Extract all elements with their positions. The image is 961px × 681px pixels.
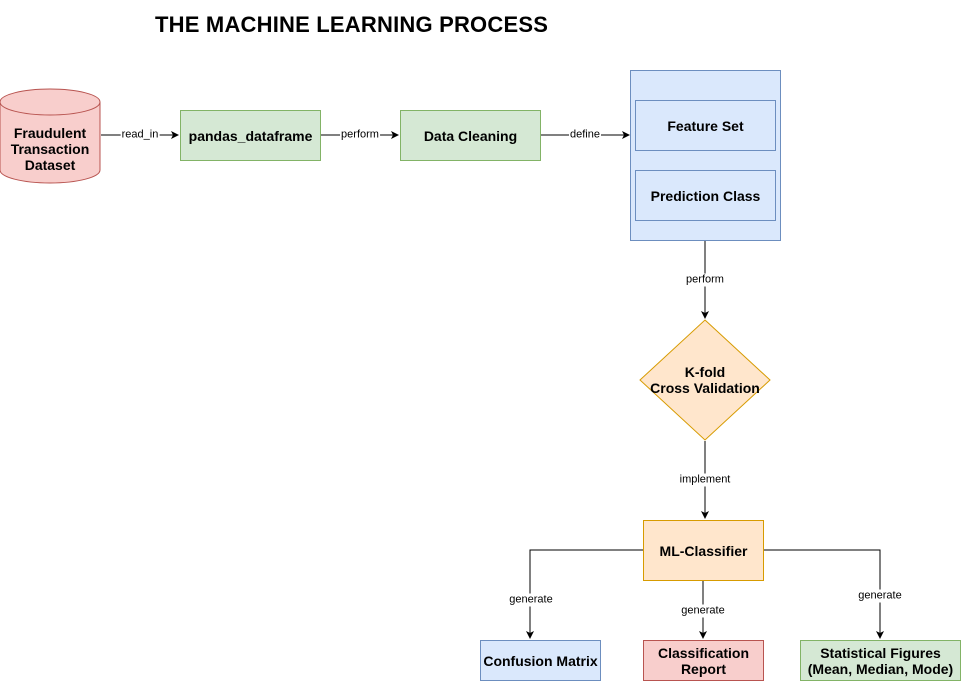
dataset-cylinder [0, 88, 101, 184]
edge-label-generate-right: generate [857, 589, 903, 603]
statistical-figures-node: Statistical Figures (Mean, Median, Mode) [800, 640, 961, 681]
confusion-matrix-node: Confusion Matrix [480, 640, 601, 681]
edge-label-read-in: read_in [120, 128, 160, 142]
edge-label-define: define [569, 128, 601, 142]
diagram-title: THE MACHINE LEARNING PROCESS [155, 12, 549, 37]
edge-label-perform-2: perform [685, 273, 725, 287]
data-cleaning-node: Data Cleaning [400, 110, 541, 161]
edge-label-generate-mid: generate [680, 604, 726, 618]
kfold-diamond [639, 319, 771, 441]
pandas-dataframe-node: pandas_dataframe [180, 110, 321, 161]
edge-label-implement: implement [678, 473, 732, 487]
dataset-label: Fraudulent Transaction Dataset [10, 125, 90, 173]
edge-generate-left [526, 549, 643, 639]
prediction-class-node: Prediction Class [635, 170, 776, 221]
feature-set-node: Feature Set [635, 100, 776, 151]
ml-classifier-node: ML-Classifier [643, 520, 764, 581]
edge-label-perform-1: perform [340, 128, 380, 142]
edge-label-generate-left: generate [508, 593, 554, 607]
classification-report-node: Classification Report [643, 640, 764, 681]
kfold-label: K-fold Cross Validation [650, 364, 760, 396]
edge-generate-right [764, 549, 884, 639]
